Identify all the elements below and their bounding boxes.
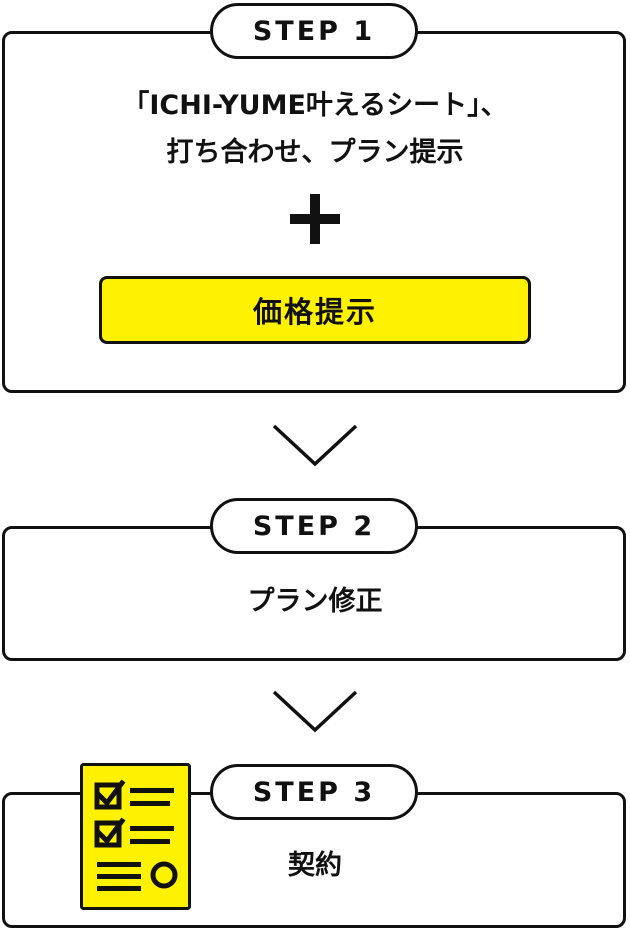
price-presentation-badge: 価格提示 bbox=[99, 276, 531, 344]
chevron-down-icon bbox=[272, 690, 358, 733]
plus-icon bbox=[290, 194, 340, 244]
step-1-line-2: 打ち合わせ、プラン提示 bbox=[166, 137, 464, 168]
step-2-text: プラン修正 bbox=[247, 586, 383, 617]
step-3-label: STEP 3 bbox=[210, 764, 418, 820]
step-1-label: STEP 1 bbox=[210, 3, 418, 59]
step-3-text: 契約 bbox=[288, 850, 342, 881]
step-2-label: STEP 2 bbox=[210, 498, 418, 554]
checklist-document-icon bbox=[80, 763, 191, 910]
step-1-line-1: 「ICHI-YUME叶えるシート」、 bbox=[122, 90, 508, 121]
chevron-down-icon bbox=[272, 424, 358, 467]
